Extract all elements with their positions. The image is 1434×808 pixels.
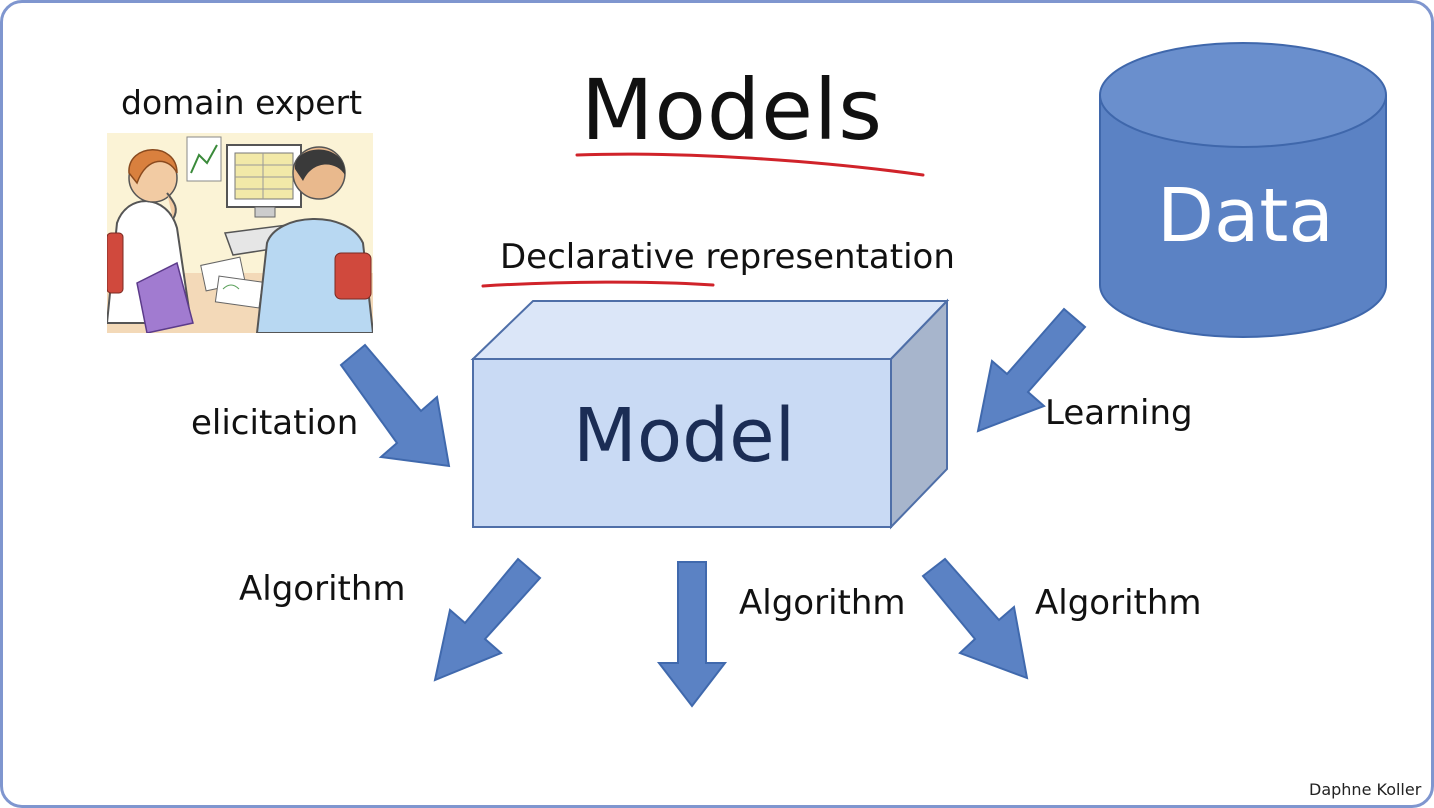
subtitle-underline — [481, 280, 715, 288]
model-box-front — [472, 358, 892, 528]
algorithm-arrow-left — [433, 557, 542, 682]
model-box — [470, 298, 950, 530]
diagram-canvas — [339, 42, 1387, 708]
learning-arrow — [976, 307, 1087, 433]
algorithm-label-middle: Algorithm — [739, 583, 906, 623]
algorithm-arrow-right — [921, 557, 1029, 680]
elicitation-arrow — [339, 343, 451, 468]
algorithm-label-right: Algorithm — [1035, 583, 1202, 623]
learning-label: Learning — [1045, 393, 1193, 433]
domain-expert-label: domain expert — [121, 83, 363, 122]
model-label: Model — [573, 393, 796, 479]
slide-title: Models — [581, 61, 883, 159]
database-cylinder — [1099, 42, 1387, 338]
elicitation-label: elicitation — [191, 403, 359, 443]
domain-expert-clipart — [107, 133, 373, 333]
data-label: Data — [1157, 173, 1334, 259]
author-credit: Daphne Koller — [1309, 780, 1422, 799]
title-underline — [575, 152, 925, 177]
algorithm-label-left: Algorithm — [239, 569, 406, 609]
subtitle-declarative-representation: Declarative representation — [500, 237, 955, 277]
algorithm-arrow-middle — [656, 561, 728, 708]
model-box-top — [470, 300, 950, 360]
